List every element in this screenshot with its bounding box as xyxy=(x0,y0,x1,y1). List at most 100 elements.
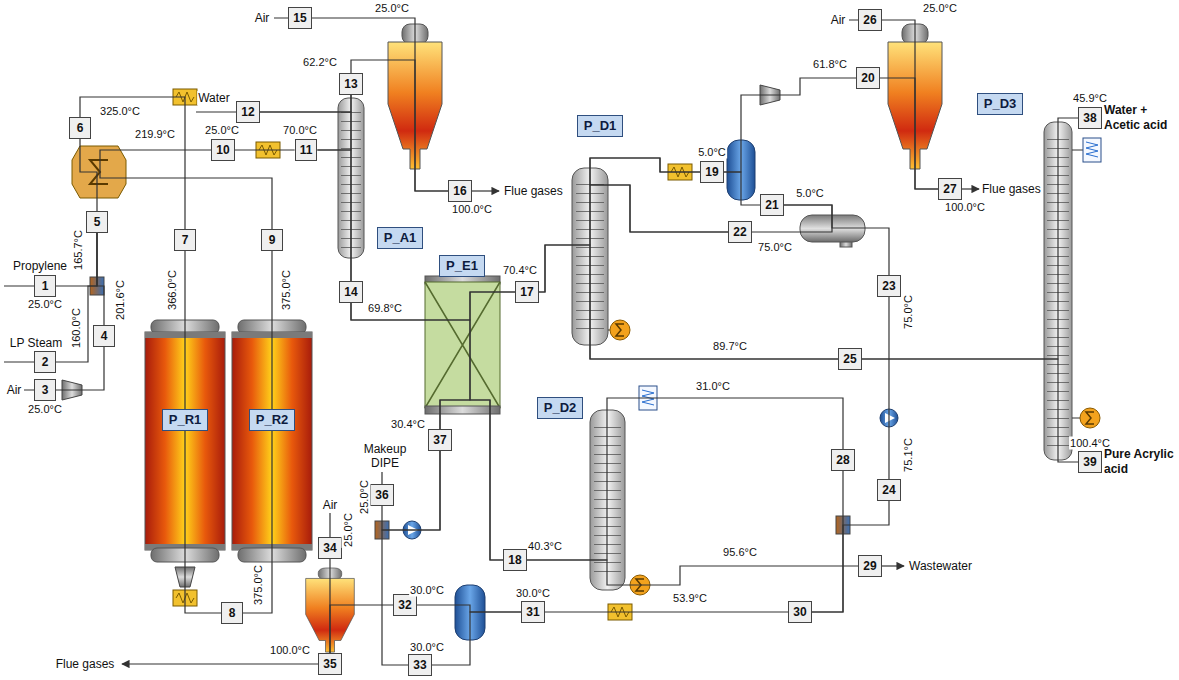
stream-line xyxy=(545,611,789,612)
flash-drum xyxy=(455,140,755,640)
stream-number: 29 xyxy=(858,555,881,577)
stream-line xyxy=(882,20,939,189)
temperature-label: 25.0°C xyxy=(358,479,371,515)
feed-line xyxy=(122,663,319,664)
temperature-label: 62.2°C xyxy=(302,56,338,69)
node-text: 29 xyxy=(863,556,876,576)
node-text: 24 xyxy=(882,480,895,500)
node-text: 27 xyxy=(943,179,956,199)
node-text: 2 xyxy=(39,352,51,372)
node-text: 36 xyxy=(375,485,388,505)
node-text: 20 xyxy=(861,68,874,88)
stream-number: 38 xyxy=(1078,107,1101,129)
node-text: 9 xyxy=(266,230,278,250)
stream-name: Flue gases xyxy=(55,657,116,671)
unit-label: P_D3 xyxy=(977,93,1024,115)
unit-label: P_A1 xyxy=(377,227,424,249)
node-text: 39 xyxy=(1083,452,1096,472)
node-text: 18 xyxy=(508,550,521,570)
stream-name: Flue gases xyxy=(503,184,564,198)
stream-line xyxy=(440,292,515,429)
stream-line xyxy=(862,118,1079,359)
node-text: 14 xyxy=(344,282,357,302)
stream-line xyxy=(527,560,859,585)
stream-name: Water + Acetic acid xyxy=(1103,103,1177,133)
node-text: 8 xyxy=(226,603,238,623)
temperature-label: 30.4°C xyxy=(390,418,426,431)
stream-line xyxy=(527,398,843,560)
stream-name: Wastewater xyxy=(908,559,973,573)
stream-number: 4 xyxy=(93,325,115,347)
stream-name: Air xyxy=(322,498,339,512)
stream-number: 37 xyxy=(428,429,451,451)
node-text: 16 xyxy=(453,181,466,201)
stream-number: 31 xyxy=(521,601,544,623)
stream-number: 5 xyxy=(86,211,108,233)
node-text: 10 xyxy=(216,140,229,160)
temperature-label: 61.8°C xyxy=(812,58,848,71)
feed-line xyxy=(4,18,979,664)
temperature-label: 25.0°C xyxy=(204,124,240,137)
node-text: 38 xyxy=(1083,108,1096,128)
stream-number: 9 xyxy=(261,229,283,251)
stream-number: 25 xyxy=(838,348,861,370)
stream-line xyxy=(812,471,843,612)
stream-line xyxy=(880,78,939,189)
node-text: 26 xyxy=(863,10,876,30)
extractor xyxy=(425,282,500,408)
condenser xyxy=(639,138,1101,410)
stream-number: 3 xyxy=(34,379,56,401)
stream-number: 8 xyxy=(221,602,243,624)
temperature-label: 75.1°C xyxy=(902,437,915,473)
node-text: P_A1 xyxy=(384,230,417,246)
stream-line xyxy=(80,97,185,229)
node-text: 7 xyxy=(179,230,191,250)
temperature-label: 30.0°C xyxy=(515,587,551,600)
temperature-label: 30.0°C xyxy=(409,641,445,654)
stream-number: 19 xyxy=(700,161,723,183)
feed-line xyxy=(4,18,859,537)
condenser xyxy=(1072,150,1083,151)
temperature-label: 75.0°C xyxy=(902,294,915,330)
unit-label: P_R2 xyxy=(249,409,296,431)
stream-line xyxy=(432,612,522,665)
stream-line xyxy=(56,347,104,390)
reboiler xyxy=(1080,408,1100,428)
stream-line xyxy=(351,60,448,191)
stream-number: 33 xyxy=(408,654,431,676)
node-text: 11 xyxy=(300,140,313,160)
stream-line xyxy=(539,158,701,292)
stream-line xyxy=(260,112,351,281)
node-text: 17 xyxy=(520,282,533,302)
node-text: 13 xyxy=(344,74,357,94)
stream-number: 32 xyxy=(393,594,416,616)
node-text: 4 xyxy=(98,326,110,346)
stream-number: 11 xyxy=(295,139,318,161)
stream-line xyxy=(260,95,351,112)
node-text: 28 xyxy=(836,450,849,470)
node-text: P_D1 xyxy=(584,118,617,134)
unit-label: P_E1 xyxy=(439,255,485,277)
reboiler xyxy=(608,330,1080,418)
stream-number: 10 xyxy=(211,139,234,161)
temperature-label: 100.0°C xyxy=(451,203,493,216)
temperature-label: 31.0°C xyxy=(695,380,731,393)
stream-number: 20 xyxy=(856,67,879,89)
condenser xyxy=(1083,138,1101,162)
node-text: 34 xyxy=(323,538,336,558)
temperature-label: 366.0°C xyxy=(166,269,179,311)
temperature-label: 201.6°C xyxy=(114,279,127,321)
stream-number: 26 xyxy=(858,9,881,31)
mixer xyxy=(90,277,850,539)
stream-line xyxy=(317,95,351,150)
temperature-label: 89.7°C xyxy=(712,340,748,353)
stream-line xyxy=(590,185,838,359)
distillation-column xyxy=(338,98,1072,590)
stream-line xyxy=(97,233,104,325)
stream-number: 1 xyxy=(34,275,56,297)
stream-line xyxy=(590,158,728,232)
node-text: 37 xyxy=(433,430,446,450)
stream-line xyxy=(312,18,449,191)
stream-number: 39 xyxy=(1078,451,1101,473)
temperature-label: 375.0°C xyxy=(280,269,293,311)
